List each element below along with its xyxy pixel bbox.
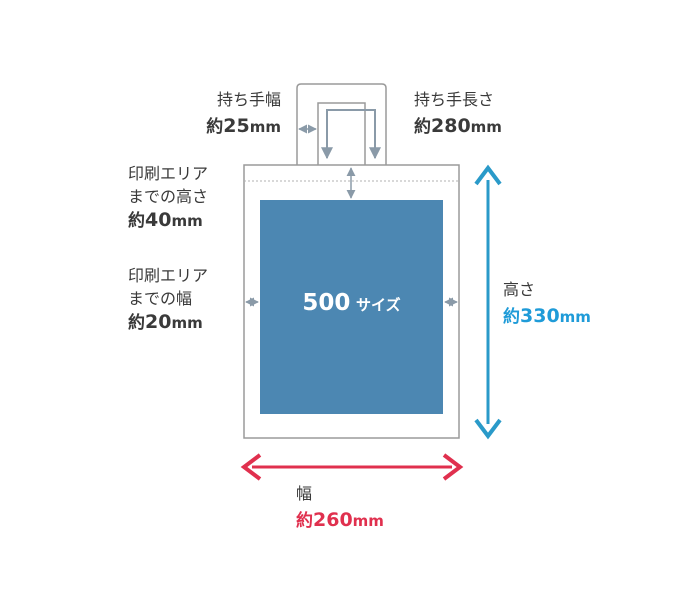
height-approx: 約 xyxy=(503,307,520,327)
print-top-margin-label: 印刷エリア までの高さ 約40mm xyxy=(128,164,208,231)
handle-length-arrow xyxy=(321,109,381,160)
print-side-margin-value: 20 xyxy=(145,311,172,333)
handle-length-label: 持ち手長さ 約280mm xyxy=(414,90,502,137)
height-title: 高さ xyxy=(503,280,536,299)
handle-width-title: 持ち手幅 xyxy=(216,90,281,109)
print-side-margin-label: 印刷エリア までの幅 約20mm xyxy=(128,266,208,333)
size-suffix: サイズ xyxy=(356,296,401,314)
width-title: 幅 xyxy=(296,484,313,503)
print-top-margin-approx: 約 xyxy=(128,211,145,231)
handle-width-approx: 約 xyxy=(206,117,224,137)
print-top-margin-line1: 印刷エリア xyxy=(128,164,209,183)
height-arrow xyxy=(474,164,502,440)
handle-width-value: 25 xyxy=(223,115,250,137)
height-unit: mm xyxy=(559,308,591,326)
width-unit: mm xyxy=(352,512,384,530)
print-top-margin-line2: までの高さ xyxy=(128,187,209,206)
print-side-margin-approx: 約 xyxy=(128,313,145,333)
print-side-margin-line1: 印刷エリア xyxy=(128,266,209,285)
handle-length-title: 持ち手長さ xyxy=(414,90,495,109)
handle-length-value: 280 xyxy=(431,115,471,137)
height-label: 高さ 約330mm xyxy=(503,280,591,327)
width-approx: 約 xyxy=(296,511,313,531)
width-arrow xyxy=(240,453,464,481)
bag-size-label: 500 サイズ xyxy=(260,290,443,316)
bag-handle xyxy=(296,83,387,166)
width-label: 幅 約260mm xyxy=(296,484,384,531)
width-value: 260 xyxy=(313,509,353,531)
height-value: 330 xyxy=(520,305,560,327)
handle-width-unit: mm xyxy=(249,118,281,136)
print-side-margin-line2: までの幅 xyxy=(128,289,193,308)
print-area xyxy=(260,200,443,414)
print-top-margin-value: 40 xyxy=(145,209,172,231)
size-number: 500 xyxy=(302,290,351,316)
print-top-margin-unit: mm xyxy=(171,212,203,230)
print-side-margin-unit: mm xyxy=(171,314,203,332)
handle-length-unit: mm xyxy=(470,118,502,136)
handle-length-approx: 約 xyxy=(414,117,431,137)
handle-width-label: 持ち手幅 約25mm xyxy=(206,90,281,137)
